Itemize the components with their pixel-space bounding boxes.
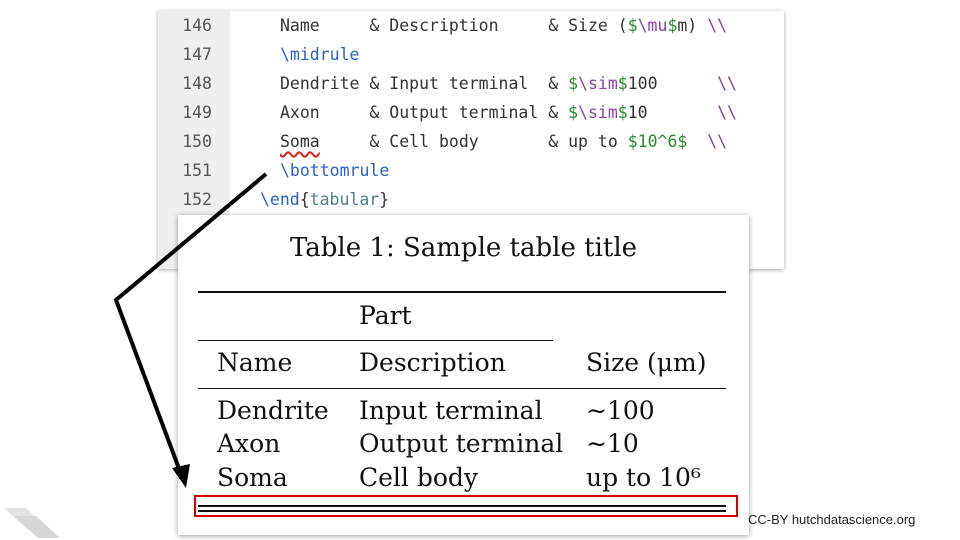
code-token: \sim	[578, 103, 618, 122]
code-token: \\	[717, 103, 737, 122]
code-line[interactable]: 148 Dendrite & Input terminal & $\sim$100…	[158, 69, 784, 98]
license-text: CC-BY hutchdatascience.org	[748, 512, 916, 527]
row-description: Output terminal	[359, 429, 564, 458]
code-text: \end{tabular}	[260, 185, 389, 214]
code-text: Axon & Output terminal & $\sim$10 \\	[280, 98, 737, 127]
code-token: \mu	[637, 16, 668, 35]
mid-rule	[198, 388, 726, 389]
code-token: \\	[707, 132, 728, 151]
line-number: 146	[182, 16, 212, 35]
rendered-table-preview: Table 1: Sample table title Part Name De…	[178, 215, 749, 535]
code-line[interactable]: 151 \bottomrule	[158, 156, 784, 185]
row-size: ∼100	[586, 396, 655, 425]
code-token: tabular	[309, 190, 380, 209]
code-token: \midrule	[280, 45, 360, 64]
code-token: Axon & Output terminal &	[280, 103, 569, 122]
top-rule	[198, 291, 726, 293]
code-line[interactable]: 150 Soma & Cell body & up to $10^6$ \\	[158, 127, 784, 156]
group-header-part: Part	[359, 301, 412, 330]
code-token: Dendrite & Input terminal &	[280, 74, 569, 93]
row-name: Axon	[217, 429, 281, 458]
code-text: Name & Description & Size ($\mu$m) \\	[280, 11, 727, 40]
code-text: Dendrite & Input terminal & $\sim$100 \\	[280, 69, 737, 98]
code-text: Soma & Cell body & up to $10^6$ \\	[280, 127, 727, 156]
code-line[interactable]: 152 \end{tabular}	[158, 185, 784, 214]
line-number: 148	[182, 74, 212, 93]
code-token: $	[667, 16, 678, 35]
code-token: {	[299, 190, 310, 209]
group-cmidrule	[198, 340, 553, 341]
line-number: 149	[182, 103, 212, 122]
hutch-logo-icon	[4, 508, 60, 538]
row-size: ∼10	[586, 429, 639, 458]
code-token: \sim	[578, 74, 618, 93]
row-name: Dendrite	[217, 396, 329, 425]
code-token: \end	[260, 190, 300, 209]
header-description: Description	[359, 348, 506, 377]
code-line[interactable]: 149 Axon & Output terminal & $\sim$10 \\	[158, 98, 784, 127]
row-size: up to 10⁶	[586, 463, 701, 492]
code-token: \\	[717, 74, 737, 93]
line-number: 150	[182, 132, 212, 151]
code-token: $	[617, 74, 628, 93]
code-token: $	[617, 103, 628, 122]
code-line[interactable]: 147 \midrule	[158, 40, 784, 69]
code-text: \bottomrule	[280, 156, 389, 185]
code-token: \bottomrule	[280, 161, 390, 180]
line-number: 151	[182, 161, 212, 180]
code-token: m)	[677, 16, 708, 35]
code-token	[687, 132, 707, 151]
header-name: Name	[217, 348, 293, 377]
line-number: 147	[182, 45, 212, 64]
code-token: $	[627, 16, 638, 35]
code-token: $	[568, 103, 579, 122]
code-token: }	[379, 190, 390, 209]
code-token: \\	[707, 16, 728, 35]
bottomrule-highlight-box	[194, 495, 738, 517]
bottom-rule-top-line	[198, 505, 726, 507]
code-token: $10^6$	[627, 132, 688, 151]
code-token: $	[568, 74, 579, 93]
code-token: Name & Description & Size (	[280, 16, 628, 35]
table-title: Table 1: Sample table title	[289, 233, 638, 263]
row-description: Cell body	[359, 463, 479, 492]
row-description: Input terminal	[359, 396, 543, 425]
bottom-rule-bottom-line	[198, 510, 726, 512]
line-number: 152	[182, 190, 212, 209]
code-text: \midrule	[280, 40, 359, 69]
code-token: 10	[627, 103, 718, 122]
header-size: Size (μm)	[586, 348, 707, 377]
row-name: Soma	[217, 463, 288, 492]
code-token: & Cell body & up to	[319, 132, 628, 151]
code-token: Soma	[280, 132, 320, 151]
code-token: 100	[627, 74, 718, 93]
